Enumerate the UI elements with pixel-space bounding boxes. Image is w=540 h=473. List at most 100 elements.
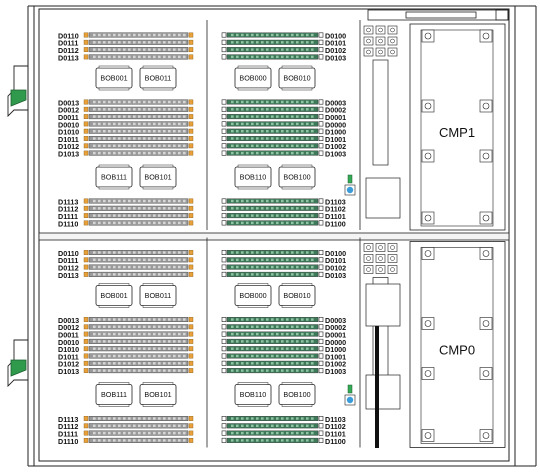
dimm-latch-orange[interactable] xyxy=(188,250,194,255)
dimm-latch-orange[interactable] xyxy=(83,205,89,211)
dimm-latch[interactable] xyxy=(221,423,227,429)
dimm-latch-orange[interactable] xyxy=(188,272,194,277)
dimm-latch[interactable] xyxy=(318,136,324,142)
dimm-latch-orange[interactable] xyxy=(188,32,194,38)
dimm-latch-orange[interactable] xyxy=(83,114,89,120)
dimm-latch-orange[interactable] xyxy=(83,324,89,330)
dimm-latch-orange[interactable] xyxy=(83,250,89,255)
dimm-latch[interactable] xyxy=(318,213,324,219)
dimm-latch-orange[interactable] xyxy=(188,47,194,53)
dimm-latch-orange[interactable] xyxy=(188,143,194,149)
dimm-latch[interactable] xyxy=(318,264,324,270)
dimm-latch[interactable] xyxy=(318,106,324,112)
dimm-latch[interactable] xyxy=(318,324,324,330)
dimm-latch[interactable] xyxy=(221,136,227,142)
ejector-latch-lower[interactable] xyxy=(7,339,28,388)
dimm-latch[interactable] xyxy=(221,271,227,277)
dimm-latch-orange[interactable] xyxy=(83,54,89,60)
dimm-latch[interactable] xyxy=(221,32,227,38)
dimm-latch-orange[interactable] xyxy=(83,143,89,149)
ejector-latch-upper[interactable] xyxy=(7,65,28,118)
dimm-latch-orange[interactable] xyxy=(83,264,89,270)
dimm-latch[interactable] xyxy=(221,437,227,443)
dimm-latch-orange[interactable] xyxy=(83,213,89,218)
dimm-latch[interactable] xyxy=(318,128,324,134)
dimm-latch[interactable] xyxy=(318,353,324,359)
dimm-latch[interactable] xyxy=(221,220,227,226)
dimm-latch-orange[interactable] xyxy=(83,47,89,53)
dimm-latch-orange[interactable] xyxy=(83,368,89,373)
dimm-latch-orange[interactable] xyxy=(188,353,194,359)
dimm-latch-orange[interactable] xyxy=(188,346,194,352)
dimm-latch-orange[interactable] xyxy=(188,114,194,120)
dimm-latch[interactable] xyxy=(318,121,324,127)
dimm-latch[interactable] xyxy=(221,39,227,45)
dimm-latch[interactable] xyxy=(221,338,227,344)
dimm-latch-orange[interactable] xyxy=(188,324,194,330)
dimm-latch[interactable] xyxy=(318,114,324,120)
dimm-latch-orange[interactable] xyxy=(188,136,194,141)
dimm-latch-orange[interactable] xyxy=(188,430,194,436)
dimm-latch-orange[interactable] xyxy=(83,136,89,141)
dimm-latch-orange[interactable] xyxy=(83,430,89,436)
dimm-latch-orange[interactable] xyxy=(83,99,89,105)
dimm-latch[interactable] xyxy=(221,198,227,204)
dimm-latch[interactable] xyxy=(318,360,324,366)
dimm-latch-orange[interactable] xyxy=(83,423,89,429)
dimm-latch[interactable] xyxy=(221,99,227,105)
dimm-latch-orange[interactable] xyxy=(188,264,194,270)
dimm-latch-orange[interactable] xyxy=(83,121,89,127)
dimm-latch[interactable] xyxy=(318,220,324,226)
dimm-latch-orange[interactable] xyxy=(83,128,89,134)
dimm-latch-orange[interactable] xyxy=(188,368,194,373)
dimm-latch-orange[interactable] xyxy=(83,331,89,337)
dimm-latch-orange[interactable] xyxy=(83,257,89,263)
dimm-latch[interactable] xyxy=(221,346,227,352)
dimm-latch[interactable] xyxy=(221,106,227,112)
dimm-latch[interactable] xyxy=(318,39,324,45)
dimm-latch[interactable] xyxy=(318,346,324,352)
dimm-latch[interactable] xyxy=(221,128,227,134)
dimm-latch[interactable] xyxy=(221,250,227,256)
dimm-latch[interactable] xyxy=(221,331,227,337)
dimm-latch-orange[interactable] xyxy=(83,32,89,38)
dimm-latch-orange[interactable] xyxy=(188,54,194,60)
dimm-latch[interactable] xyxy=(318,423,324,429)
dimm-latch[interactable] xyxy=(221,114,227,120)
dimm-latch-orange[interactable] xyxy=(83,150,89,156)
dimm-latch[interactable] xyxy=(221,415,227,421)
dimm-latch-orange[interactable] xyxy=(83,360,89,366)
dimm-latch[interactable] xyxy=(318,331,324,337)
dimm-latch-orange[interactable] xyxy=(188,128,194,134)
dimm-latch[interactable] xyxy=(221,143,227,149)
dimm-latch[interactable] xyxy=(318,198,324,204)
dimm-latch[interactable] xyxy=(221,264,227,270)
dimm-latch-orange[interactable] xyxy=(83,198,89,204)
dimm-latch-orange[interactable] xyxy=(83,272,89,277)
dimm-latch[interactable] xyxy=(221,150,227,156)
dimm-latch-orange[interactable] xyxy=(83,353,89,359)
dimm-latch-orange[interactable] xyxy=(188,317,194,322)
dimm-latch-orange[interactable] xyxy=(83,438,89,443)
dimm-latch-orange[interactable] xyxy=(188,150,194,156)
dimm-latch-orange[interactable] xyxy=(83,339,89,344)
dimm-latch[interactable] xyxy=(318,32,324,38)
dimm-latch[interactable] xyxy=(221,430,227,436)
dimm-latch-orange[interactable] xyxy=(188,39,194,45)
dimm-latch[interactable] xyxy=(318,54,324,60)
dimm-latch[interactable] xyxy=(318,271,324,277)
dimm-latch[interactable] xyxy=(318,437,324,443)
dimm-latch[interactable] xyxy=(318,368,324,374)
dimm-latch[interactable] xyxy=(221,54,227,60)
dimm-latch[interactable] xyxy=(221,257,227,263)
dimm-latch-orange[interactable] xyxy=(83,317,89,322)
dimm-latch-orange[interactable] xyxy=(188,106,194,112)
dimm-latch[interactable] xyxy=(318,99,324,105)
dimm-latch[interactable] xyxy=(221,368,227,374)
dimm-latch[interactable] xyxy=(318,415,324,421)
dimm-latch[interactable] xyxy=(318,257,324,263)
dimm-latch-orange[interactable] xyxy=(83,39,89,45)
dimm-latch[interactable] xyxy=(318,143,324,149)
dimm-latch[interactable] xyxy=(318,205,324,211)
dimm-latch-orange[interactable] xyxy=(188,416,194,421)
